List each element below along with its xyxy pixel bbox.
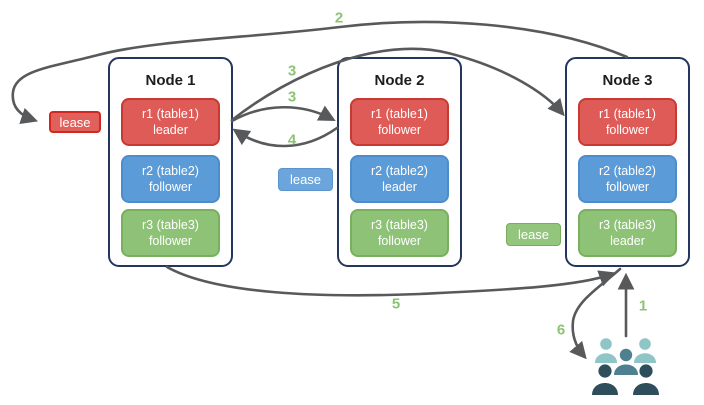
replica-role: follower: [377, 123, 422, 137]
arrow-step-4: [232, 126, 339, 148]
node-3-replica-r2: r2 (table2) follower: [578, 155, 677, 203]
user-figure-light-left: [595, 338, 617, 363]
step-label-3a: 3: [287, 62, 297, 80]
lease-tag-r2: lease: [278, 168, 333, 191]
replica-range: r1 (table1): [599, 106, 656, 121]
node-1-replica-r2: r2 (table2) follower: [121, 155, 220, 203]
replica-role: follower: [377, 234, 422, 248]
node-2-replica-r1: r1 (table1) follower: [350, 98, 449, 146]
arrow-step-3-to-node2: [230, 105, 336, 123]
lease-tag-r1: lease: [49, 111, 101, 133]
user-figure-dark-left: [592, 364, 618, 395]
user-figure-mid: [614, 348, 638, 375]
node-3-replica-r3: r3 (table3) leader: [578, 209, 677, 257]
replica-range: r2 (table2): [599, 163, 656, 178]
arrow-step-5: [165, 265, 616, 297]
replica-range: r3 (table3): [142, 217, 199, 232]
step-label-4: 4: [287, 131, 297, 149]
users-icon: [592, 338, 659, 395]
user-figure-dark-right: [633, 364, 659, 395]
replica-range: r3 (table3): [599, 217, 656, 232]
step-label-1: 1: [638, 297, 648, 315]
node-2-title: Node 2: [374, 72, 425, 89]
lease-tag-r3: lease: [506, 223, 561, 246]
replica-role: leader: [610, 234, 645, 248]
arrow-step-6: [569, 267, 622, 360]
replica-range: r1 (table1): [142, 106, 199, 121]
replica-role: leader: [382, 180, 417, 194]
replica-range: r2 (table2): [371, 163, 428, 178]
user-figure-light-right: [634, 338, 656, 363]
node-3-title: Node 3: [602, 72, 653, 89]
replica-range: r1 (table1): [371, 106, 428, 121]
node-2-replica-r2: r2 (table2) leader: [350, 155, 449, 203]
step-label-6: 6: [556, 321, 566, 339]
replica-range: r2 (table2): [142, 163, 199, 178]
node-1-replica-r1: r1 (table1) leader: [121, 98, 220, 146]
arrow-step-2: [11, 20, 629, 125]
replica-role: follower: [148, 234, 193, 248]
node-1-replica-r3: r3 (table3) follower: [121, 209, 220, 257]
node-2-replica-r3: r3 (table3) follower: [350, 209, 449, 257]
replica-range: r3 (table3): [371, 217, 428, 232]
replica-role: follower: [605, 123, 650, 137]
node-1-box: Node 1 r1 (table1) leader r2 (table2) fo…: [108, 57, 233, 267]
node-2-box: Node 2 r1 (table1) follower r2 (table2) …: [337, 57, 462, 267]
replica-role: leader: [153, 123, 188, 137]
node-3-replica-r1: r1 (table1) follower: [578, 98, 677, 146]
node-1-title: Node 1: [145, 72, 196, 89]
step-label-2: 2: [334, 9, 344, 27]
step-label-3b: 3: [287, 88, 297, 106]
replica-role: follower: [148, 180, 193, 194]
replica-role: follower: [605, 180, 650, 194]
node-3-box: Node 3 r1 (table1) follower r2 (table2) …: [565, 57, 690, 267]
step-label-5: 5: [391, 295, 401, 313]
